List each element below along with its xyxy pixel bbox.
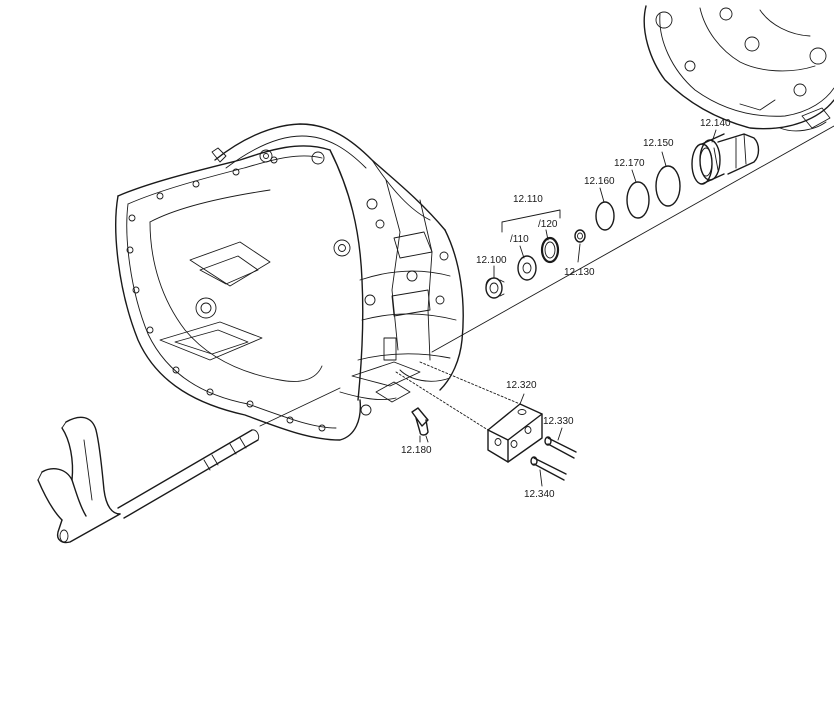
screw-12-330: [544, 436, 577, 459]
seal-12-100: [485, 277, 505, 299]
o-ring-12-160: [595, 201, 615, 231]
screw-12-340: [530, 456, 567, 481]
leader-lines: [419, 129, 717, 487]
block-12-320: [487, 403, 543, 463]
label-12-320: 12.320: [506, 380, 537, 391]
label-12-100: 12.100: [476, 255, 507, 266]
assembly-axis: [431, 125, 834, 353]
label-12-130: 12.130: [564, 267, 595, 278]
seal-12-130: [574, 229, 586, 243]
bearing-12-140: [691, 133, 760, 185]
label-12-140: 12.140: [700, 118, 731, 129]
transmission-housing: [115, 123, 464, 441]
label-12-170: 12.170: [614, 158, 645, 169]
rear-housing-fragment: [643, 5, 834, 132]
part-labels: 12.110 /110 /120 12.100 12.130 12.160 12…: [401, 118, 731, 500]
label-120: /120: [538, 219, 558, 230]
washer-12-110-110: [517, 255, 537, 281]
assembly-axis-2: [259, 387, 341, 427]
label-12-160: 12.160: [584, 176, 615, 187]
label-12-330: 12.330: [543, 416, 574, 427]
fitting-12-180: [411, 407, 429, 443]
o-ring-12-150: [655, 165, 681, 207]
label-12-110: 12.110: [513, 194, 543, 205]
shift-rail-and-fork: [37, 416, 260, 544]
label-12-180: 12.180: [401, 445, 432, 456]
label-12-340: 12.340: [524, 489, 555, 500]
label-110: /110: [510, 234, 529, 245]
label-12-150: 12.150: [643, 138, 674, 149]
o-ring-12-170: [626, 181, 650, 219]
ring-12-110-120: [540, 236, 560, 264]
